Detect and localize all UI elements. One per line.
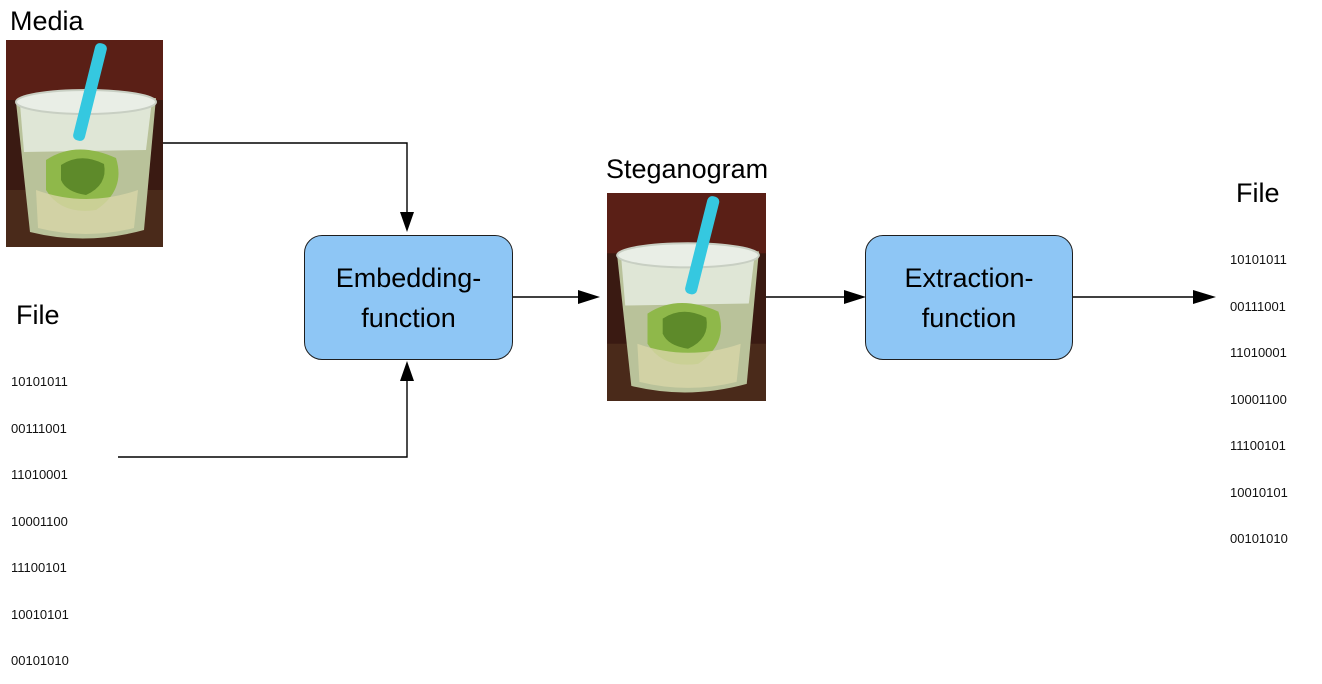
arrowhead-steganogram-to-extraction: [844, 290, 866, 304]
extraction-label-line1: Extraction-: [904, 262, 1034, 293]
flow-connectors: [118, 142, 1216, 458]
arrowhead-media-to-embedding: [400, 212, 414, 232]
extraction-label-line2: function: [921, 302, 1017, 333]
input-bit-row: 11010001: [11, 467, 68, 482]
arrow-media-to-embedding: [163, 142, 408, 222]
output-bit-row: 00111001: [1230, 298, 1286, 314]
embedding-label-line2: function: [361, 302, 456, 333]
cocktail-glass-picture: [607, 193, 766, 401]
output-file-bits: 10101011 00111001 11010001 10001100 1110…: [1230, 221, 1288, 562]
input-bit-row: 00101010: [11, 653, 69, 668]
output-file-label: File: [1236, 178, 1280, 208]
arrowhead-extraction-to-file: [1193, 290, 1216, 304]
output-bit-row: 10001100: [1230, 391, 1287, 407]
output-bit-row: 10101011: [1230, 252, 1287, 267]
input-bit-row: 10101011: [11, 374, 68, 389]
input-bit-row: 00111001: [11, 420, 67, 436]
output-bit-row: 00101010: [1230, 531, 1288, 546]
media-label: Media: [10, 6, 84, 36]
steganogram-label: Steganogram: [606, 154, 769, 184]
cocktail-glass-picture: [6, 40, 163, 247]
arrowhead-embedding-to-steganogram: [578, 290, 600, 304]
output-bit-row: 11010001: [1230, 345, 1287, 360]
input-file-label: File: [16, 300, 60, 330]
output-bit-row: 11100101: [1230, 438, 1286, 453]
output-bit-row: 10010101: [1230, 484, 1288, 500]
input-file-bits: 10101011 00111001 11010001 10001100 1110…: [11, 343, 69, 684]
input-bit-row: 11100101: [11, 560, 67, 575]
embedding-function-box: Embedding- function: [304, 235, 513, 360]
extraction-function-box: Extraction- function: [865, 235, 1073, 360]
input-bit-row: 10010101: [11, 606, 69, 622]
embedding-label-line1: Embedding-: [335, 262, 482, 293]
input-bit-row: 10001100: [11, 513, 68, 529]
arrowhead-file-to-embedding: [400, 361, 414, 381]
steganogram-image: [607, 193, 766, 401]
arrow-file-to-embedding: [118, 372, 408, 458]
media-image: [6, 40, 163, 247]
